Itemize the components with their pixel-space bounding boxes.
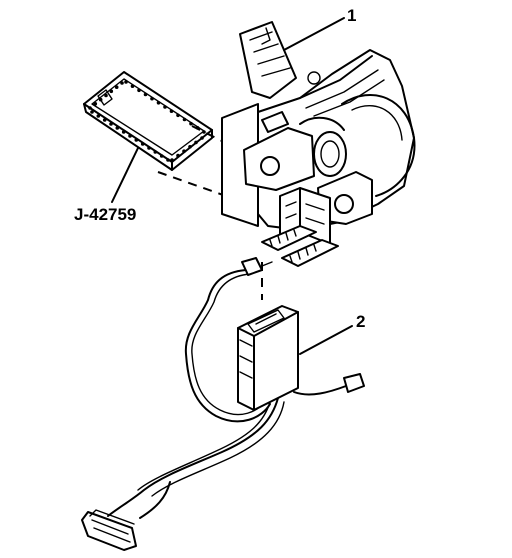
tool-frame-icon — [83, 71, 213, 171]
tool-hole — [182, 117, 187, 122]
lock-cylinder-housing-icon — [221, 21, 416, 267]
tool-hole — [166, 158, 170, 162]
tool-hole — [169, 109, 174, 113]
tool-hole — [115, 126, 120, 130]
tool-hole — [128, 134, 132, 138]
tool-hole — [124, 80, 128, 84]
wiring-harness-icon — [81, 257, 365, 551]
tool-hole — [90, 110, 94, 114]
tool-hole — [156, 101, 161, 105]
alignment-line-lower — [157, 171, 227, 197]
tool-hole — [147, 146, 151, 150]
tool-hole — [194, 140, 198, 145]
tool-hole — [159, 154, 164, 158]
tool-hole — [137, 88, 141, 93]
tool-hole — [140, 142, 145, 146]
tool-hole — [104, 93, 108, 98]
tool-hole — [102, 118, 107, 122]
tool-hole — [96, 114, 101, 118]
tool-hole — [200, 136, 204, 140]
tool-hole — [121, 130, 126, 134]
tool-hole — [176, 113, 180, 118]
tool-hole — [114, 85, 119, 89]
tool-hole — [88, 106, 92, 110]
leader-line-tool — [111, 147, 139, 203]
tool-hole — [109, 122, 113, 126]
tool-hole — [134, 138, 139, 142]
tool-hole — [150, 96, 154, 101]
leader-line-2 — [299, 325, 353, 355]
tool-label: J-42759 — [74, 205, 136, 224]
tool-hole — [163, 105, 167, 109]
callout-1: 1 — [347, 6, 356, 25]
tool-hole — [182, 149, 186, 153]
tool-hole — [188, 145, 192, 149]
tool-hole — [153, 150, 158, 154]
tool-hole — [109, 89, 114, 94]
control-module-icon — [237, 305, 299, 411]
callout-2: 2 — [356, 312, 365, 331]
tool-hole — [202, 130, 206, 134]
tool-hole — [189, 121, 193, 126]
tool-hole — [143, 92, 148, 97]
tool-hole — [120, 81, 124, 85]
tool-hole — [93, 102, 98, 106]
tool-hole — [170, 158, 174, 162]
leader-line-1 — [283, 17, 345, 51]
tool-hole — [176, 153, 180, 158]
tool-hole — [130, 84, 135, 88]
